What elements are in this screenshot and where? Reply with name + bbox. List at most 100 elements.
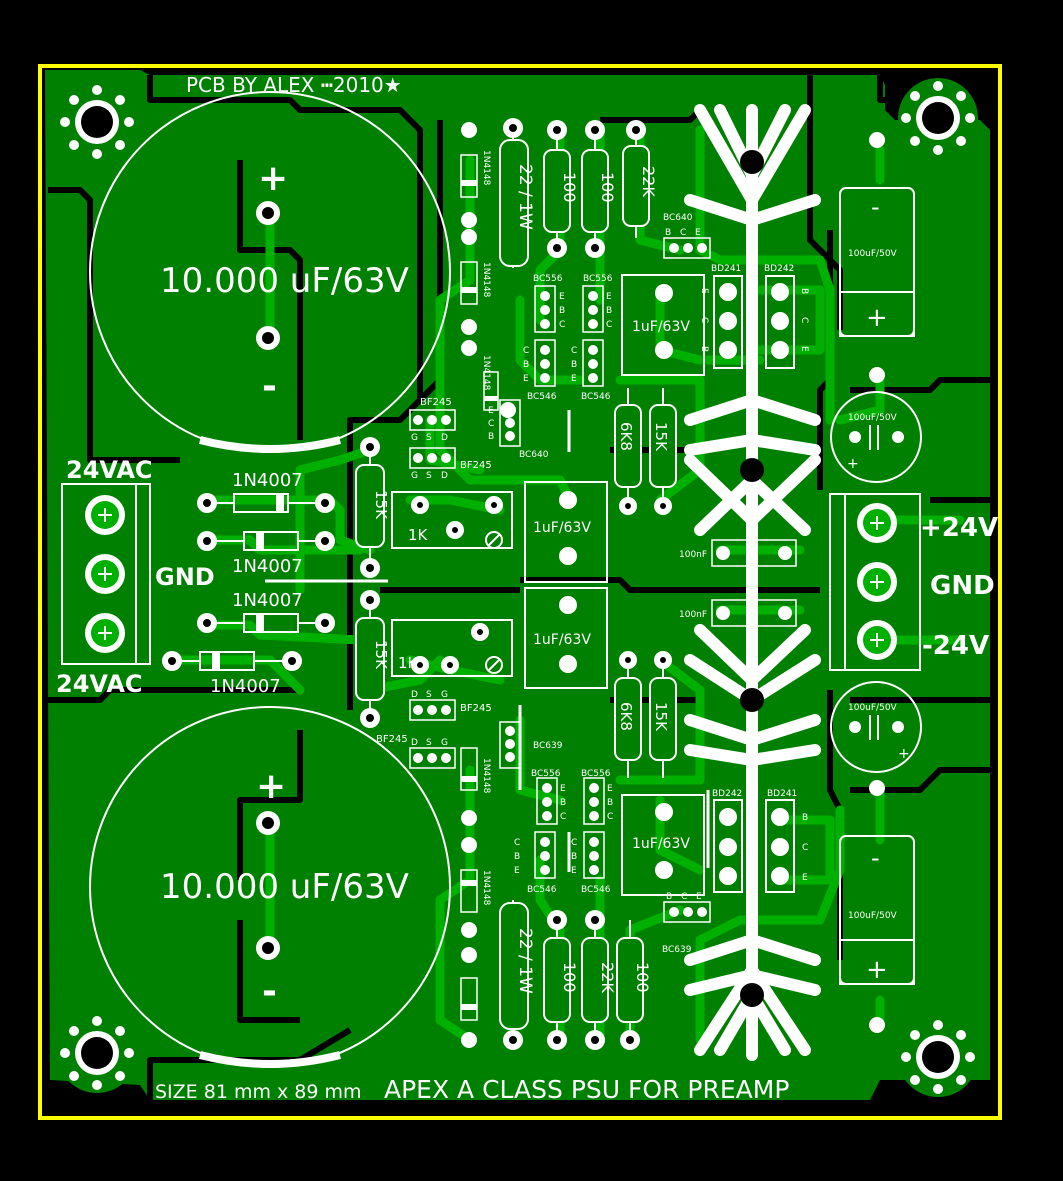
input-pin-label-3: 24VAC [56,670,143,698]
bf245-label: BF245 [376,734,408,745]
small-transistors-bottom: BC639 BC556 E B C BC556 E B C BC546 C B … [499,705,711,955]
pin-label: E [559,292,565,302]
pin-label: E [699,288,709,294]
pin-label: C [523,346,529,356]
trimmer-1k-top: 1K [391,491,513,549]
resistor-bottom-3: 100 [616,920,652,1050]
resistor-6k8-top: 6K8 [614,388,642,515]
film-capacitor-mid-bottom: 1uF/63V [524,587,608,689]
pin-label: S [426,471,432,481]
pin-label: B [514,852,520,862]
resistor-bottom-2: 22K [581,910,617,1050]
ceramic-capacitor-top: 100nF [679,539,797,567]
film-capacitor-mid-top: 1uF/63V [524,481,608,583]
output-pin-label-2: GND [930,571,995,601]
pin-label: E [571,374,577,384]
transistor-label: BC556 [581,769,611,779]
signal-diode-bottom-1: 1N4148 [460,747,491,853]
resistor-label: 22 / 1W [515,928,535,994]
pin-label: B [523,360,529,370]
pin-label: B [571,360,577,370]
ceramic-capacitor-label: 100nF [679,550,707,560]
transistor-label: BC556 [531,769,561,779]
pin-label: G [441,738,448,748]
rectifier-diode-label-4: 1N4007 [210,676,281,697]
pin-label: C [514,838,520,848]
film-capacitor-top: 1uF/63V [621,274,705,376]
transistor-label: BC546 [527,392,557,402]
pin-label: C [680,228,686,238]
capacitor-minus-sign: - [262,366,277,407]
resistor-top-1: 100 [543,120,579,258]
resistor-label: 15K [652,702,670,732]
pin-label: E [523,374,529,384]
pin-label: E [514,866,520,876]
pin-label: B [560,798,566,808]
resistor-label: 15K [652,422,670,452]
pin-label: S [426,690,432,700]
big-capacitor-bottom: + - 10.000 uF/63V [89,706,451,1068]
transistor-label: BC556 [533,274,563,284]
resistor-label: 100 [560,172,579,203]
elko-value: 100uF/50V [848,911,898,921]
pin-label: C [607,812,613,822]
top-resistor-row: 100 100 22K [543,120,658,258]
radial-capacitor-top: 100uF/50V + [830,391,922,483]
elko-top-right: - 100uF/50V + [839,132,915,383]
capacitor-minus-band [199,436,341,453]
pin-label: E [488,406,494,416]
signal-diode-bottom-2: 1N4148 [460,869,491,1048]
radial-capacitor-bottom: 100uF/50V + [830,681,922,773]
pin-label: C [699,317,709,323]
signal-diode-label: 1N4148 [481,870,491,906]
bc556-bottom-2: BC556 E B C [581,769,613,825]
pin-label: E [802,873,808,883]
trimmer-1k-bottom: 1K [391,619,513,677]
resistor-label: 100 [633,962,652,993]
transistor-label: BD242 [712,789,742,799]
transistor-label: BC546 [581,392,611,402]
bd242-bottom: BD242 [712,789,743,893]
bc640-top: BC640 B C E [663,213,711,259]
resistor-label: 6K8 [617,702,635,731]
pin-label: B [607,798,613,808]
radial-capacitor-value: 100uF/50V [848,703,898,713]
bottom-resistor-row: 100 22K 100 [543,910,652,1050]
signal-diode-label: 1N4148 [481,150,491,186]
ceramic-capacitor-label: 100nF [679,610,707,620]
bf245-bottom-1: BF245 D S G [409,690,492,721]
elko-value: 100uF/50V [848,249,898,259]
pin-label: D [411,738,418,748]
bc639-mid: BC639 [499,721,563,769]
signal-diode-top-1: 1N4148 [460,122,491,228]
pcb-credit: PCB BY ALEX ┅2010★ [186,73,402,97]
pin-label: E [695,228,701,238]
pin-label: D [441,433,448,443]
pin-label: B [666,892,672,902]
signal-diodes: 1N4148 1N4148 1N4148 1N4148 1N4 [460,122,516,1048]
film-capacitor-label: 1uF/63V [533,520,591,536]
capacitor-minus-sign: - [262,971,277,1012]
signal-diode-label: 1N4148 [481,262,491,298]
elko-bottom-right: - 100uF/50V + [839,780,915,1033]
transistor-label: BD242 [764,264,794,274]
middle-resistors: 6K8 15K 6K8 15K [614,388,677,778]
bc556-top-2: BC556 E B C [582,274,613,333]
resistor-label: 22 / 1W [515,164,535,230]
bf245-label: BF245 [460,703,492,714]
resistor-15k-bottom: 15K [355,590,390,728]
output-pin-label-3: -24V [922,631,989,661]
resistor-label: 15K [372,490,390,520]
radial-capacitor-plus: + [847,456,859,472]
rectifier-diode-3: 1N4007 [197,590,335,633]
bc556-top-1: BC556 E B C [533,274,565,333]
bf245-group: BF245 G S D BF245 G S D BF245 D S G BF24… [376,397,492,769]
resistor-top-2: 100 [581,120,617,258]
output-connector: +24V GND -24V [829,493,998,671]
resistor-top-3: 22K [622,120,658,238]
left-resistors: 15K 15K 1K 1K [265,437,513,728]
resistor-label: 22K [639,166,658,197]
bf245-label: BF245 [420,397,452,408]
pin-label: E [571,866,577,876]
elko-minus-sign: - [871,193,880,221]
